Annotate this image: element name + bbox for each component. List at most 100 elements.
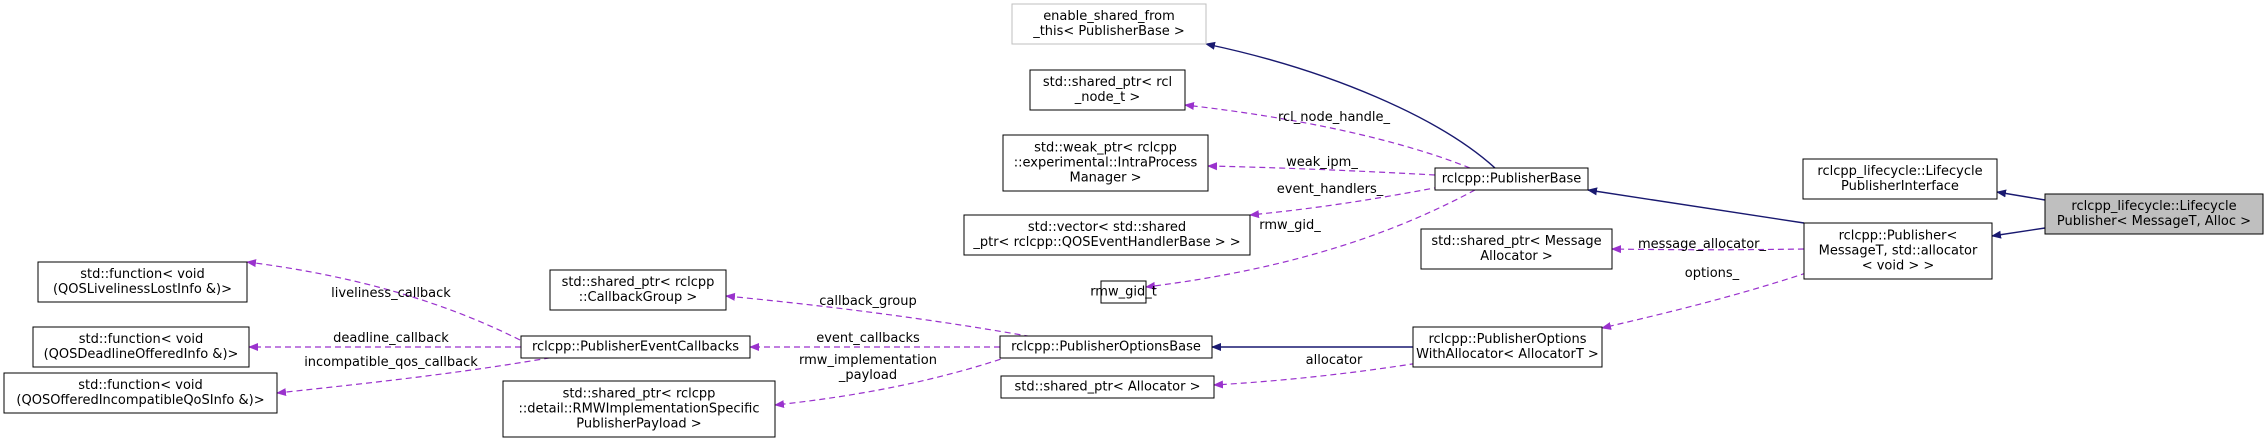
class-node-label: Manager >: [1069, 171, 1141, 186]
class-node-box: [502, 380, 776, 438]
class-node-label: std::function< void: [80, 267, 205, 282]
edge-publisher-to-publisherbase: [1587, 187, 1805, 224]
edge-label-callback-group: callback_group: [819, 294, 917, 309]
class-node-box: [1002, 134, 1209, 192]
class-node-label: rclcpp::PublisherEventCallbacks: [532, 340, 739, 355]
edge-label-allocator: allocator: [1306, 353, 1363, 368]
class-node-label: WithAllocator< AllocatorT >: [1416, 347, 1599, 362]
class-node-shared-rcl-node[interactable]: std::shared_ptr< rcl_node_t >: [1029, 69, 1186, 111]
class-node-label: std::function< void: [78, 378, 203, 393]
class-node-label: rclcpp::PublisherOptionsBase: [1011, 340, 1201, 355]
class-node-lifecycle-interface[interactable]: rclcpp_lifecycle::LifecyclePublisherInte…: [1802, 158, 1998, 200]
class-node-label: (QOSOfferedIncompatibleQoSInfo &)>: [16, 393, 264, 408]
class-node-box: [1803, 222, 1993, 280]
edge-label-weak-ipm: weak_ipm_: [1286, 155, 1358, 170]
class-node-label: Allocator >: [1480, 249, 1553, 264]
class-node-label: std::shared_ptr< rclcpp: [563, 387, 716, 402]
edge-message-allocator: [1611, 245, 1805, 254]
edge-lifecycle-publisher-to-publisher: [1991, 227, 2046, 239]
edge-label-rcl-node-handle: rcl_node_handle_: [1278, 110, 1391, 125]
class-node-label: < void > >: [1862, 259, 1935, 274]
edge-label-rmw-payload: _payload: [838, 368, 897, 383]
edge-label-deadline-callback: deadline_callback: [333, 331, 449, 346]
class-node-fn-incompatible[interactable]: std::function< void(QOSOfferedIncompatib…: [3, 372, 278, 414]
class-node-label: _node_t >: [1074, 90, 1141, 105]
class-node-rmw-gid[interactable]: rmw_gid_t: [1090, 280, 1157, 304]
class-node-label: Publisher< MessageT, Alloc >: [2057, 214, 2251, 229]
edge-label-event-callbacks: event_callbacks: [816, 331, 920, 346]
class-node-label: rclcpp::Publisher<: [1839, 229, 1958, 244]
class-node-box: [2044, 193, 2264, 235]
class-node-label: rclcpp_lifecycle::Lifecycle: [1817, 164, 1982, 179]
edge-label-options: options_: [1685, 266, 1740, 281]
class-node-label: _ptr< rclcpp::QOSEventHandlerBase > >: [972, 235, 1240, 250]
class-node-label: rclcpp::PublisherOptions: [1428, 332, 1586, 347]
class-node-box: [1802, 158, 1998, 200]
class-node-label: std::shared_ptr< rcl: [1043, 75, 1172, 90]
class-node-label: std::shared_ptr< Message: [1431, 234, 1601, 249]
edge-rmw-payload: [774, 355, 1011, 409]
class-node-fn-deadline[interactable]: std::function< void(QOSDeadlineOfferedIn…: [32, 326, 250, 368]
class-node-box: [1011, 3, 1207, 45]
class-node-enable-shared[interactable]: enable_shared_from_this< PublisherBase >: [1011, 3, 1207, 45]
class-node-box: [999, 335, 1213, 359]
class-node-label: std::weak_ptr< rclcpp: [1034, 141, 1177, 156]
class-node-event-callbacks[interactable]: rclcpp::PublisherEventCallbacks: [520, 335, 751, 359]
edge-label-incompatible-qos-callback: incompatible_qos_callback: [304, 355, 478, 370]
class-node-shared-allocator[interactable]: std::shared_ptr< Allocator >: [1000, 375, 1215, 399]
class-node-box: [1000, 375, 1215, 399]
class-node-label: ::detail::RMWImplementationSpecific: [519, 402, 760, 417]
edge-label-rmw-payload: rmw_implementation: [799, 353, 937, 368]
class-node-label: std::shared_ptr< rclcpp: [562, 275, 715, 290]
class-node-box: [1100, 280, 1147, 304]
class-node-box: [1420, 228, 1613, 270]
class-node-shared-rmw-payload[interactable]: std::shared_ptr< rclcpp::detail::RMWImpl…: [502, 380, 776, 438]
class-node-options-base[interactable]: rclcpp::PublisherOptionsBase: [999, 335, 1213, 359]
class-node-box: [520, 335, 751, 359]
class-node-box: [32, 326, 250, 368]
class-node-vector-qos[interactable]: std::vector< std::shared_ptr< rclcpp::QO…: [963, 214, 1251, 256]
class-node-label: _this< PublisherBase >: [1032, 24, 1185, 39]
class-node-box: [1412, 326, 1603, 368]
class-node-shared-callback-group[interactable]: std::shared_ptr< rclcpp::CallbackGroup >: [549, 269, 727, 311]
class-node-box: [1434, 167, 1589, 191]
edge-rcl-node-handle: [1184, 102, 1471, 169]
edge-rmw-gid: [1145, 189, 1476, 290]
class-node-label: std::vector< std::shared: [1028, 220, 1186, 235]
edge-lifecycle-publisher-to-interface: [1996, 189, 2046, 201]
class-node-box: [963, 214, 1251, 256]
edge-label-liveliness-callback: liveliness_callback: [331, 286, 451, 301]
class-node-weak-ipm[interactable]: std::weak_ptr< rclcpp::experimental::Int…: [1002, 134, 1209, 192]
class-node-fn-liveliness[interactable]: std::function< void(QOSLivelinessLostInf…: [37, 261, 248, 303]
class-node-label: PublisherInterface: [1841, 179, 1959, 194]
edge-event-handlers: [1249, 186, 1441, 219]
edge-incompatible-qos-callback: [276, 355, 561, 397]
class-node-publisher-base[interactable]: rclcpp::PublisherBase: [1434, 167, 1589, 191]
class-node-label: rclcpp::PublisherBase: [1442, 172, 1582, 187]
class-node-label: std::shared_ptr< Allocator >: [1015, 380, 1201, 395]
class-node-box: [549, 269, 727, 311]
edge-callback-group: [725, 292, 1051, 341]
class-node-label: (QOSDeadlineOfferedInfo &)>: [44, 347, 239, 362]
edge-label-message-allocator: message_allocator_: [1638, 237, 1767, 252]
class-node-label: ::CallbackGroup >: [579, 290, 698, 305]
class-node-label: std::function< void: [79, 332, 204, 347]
edge-publisherbase-to-enable-shared: [1205, 41, 1496, 169]
class-node-label: enable_shared_from: [1043, 9, 1175, 24]
class-node-publisher[interactable]: rclcpp::Publisher<MessageT, std::allocat…: [1803, 222, 1993, 280]
edge-label-rmw-gid: rmw_gid_: [1259, 218, 1321, 233]
class-node-label: MessageT, std::allocator: [1819, 244, 1978, 259]
edge-label-event-handlers: event_handlers_: [1277, 182, 1384, 197]
class-node-label: PublisherPayload >: [576, 417, 701, 432]
edge-weak-ipm: [1207, 162, 1436, 176]
edge-allocator: [1213, 356, 1456, 389]
class-node-box: [1029, 69, 1186, 111]
class-node-label: ::experimental::IntraProcess: [1014, 156, 1198, 171]
class-node-box: [37, 261, 248, 303]
class-node-label: (QOSLivelinessLostInfo &)>: [53, 282, 232, 297]
edge-liveliness-callback: [246, 259, 521, 341]
